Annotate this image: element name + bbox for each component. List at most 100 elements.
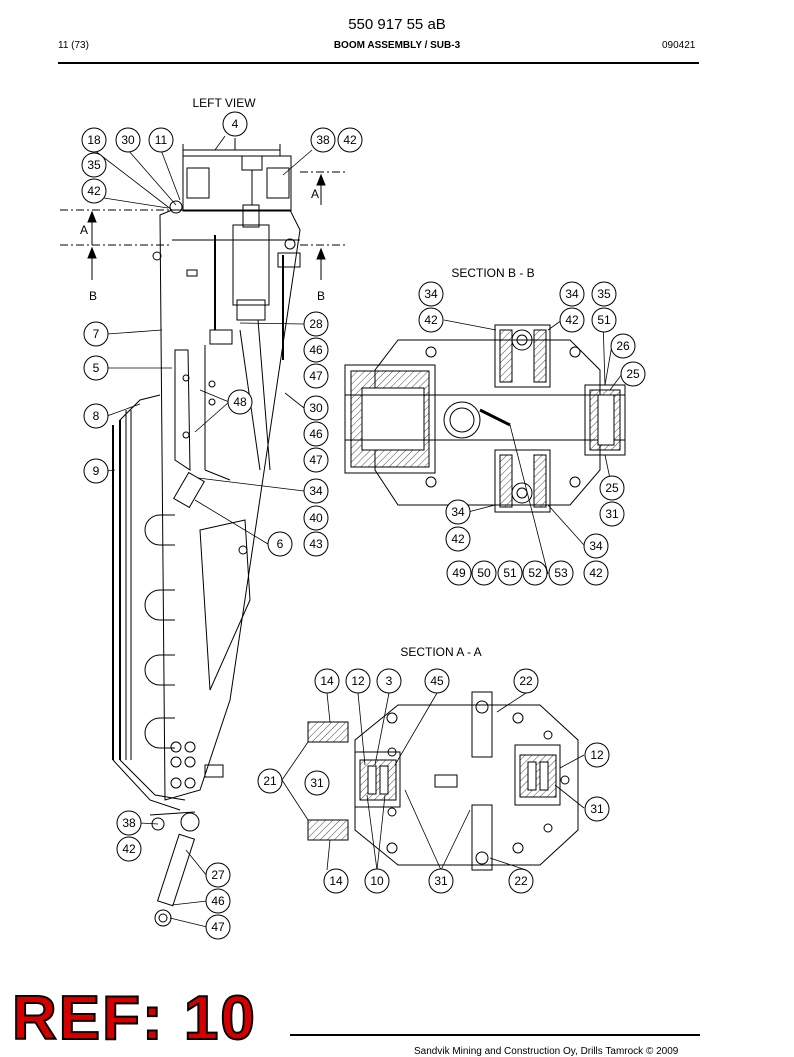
callout-circle	[83, 321, 109, 347]
callout-circle	[323, 868, 349, 894]
callout-number: 30	[309, 401, 323, 415]
callout-left-22: 43	[303, 531, 329, 557]
callout-number: 34	[451, 505, 465, 519]
callout-circle	[620, 361, 646, 387]
callout-number: 52	[528, 566, 542, 580]
callout-bb-11: 42	[445, 526, 471, 552]
callout-number: 35	[597, 287, 611, 301]
callout-number: 53	[554, 566, 568, 580]
callout-number: 34	[589, 539, 603, 553]
callout-circle	[303, 505, 329, 531]
callout-aa-4: 22	[513, 668, 539, 694]
callout-left-24: 42	[116, 836, 142, 862]
callout-circle	[376, 668, 402, 694]
callout-circle	[428, 868, 454, 894]
date-code: 090421	[662, 40, 696, 51]
callout-circle	[303, 311, 329, 337]
callout-bb-18: 42	[583, 560, 609, 586]
cut-label-a-left: A	[80, 223, 88, 237]
callout-left-15: 46	[303, 421, 329, 447]
callout-left-26: 46	[205, 888, 231, 914]
callout-aa-12: 22	[508, 868, 534, 894]
leader-lines	[93, 135, 623, 928]
callout-number: 14	[329, 874, 343, 888]
callout-number: 43	[309, 537, 323, 551]
callout-left-7: 42	[81, 178, 107, 204]
callout-number: 8	[93, 409, 100, 423]
callout-circle	[446, 560, 472, 586]
callout-bb-5: 51	[591, 307, 617, 333]
callout-number: 42	[87, 184, 101, 198]
callout-number: 42	[424, 313, 438, 327]
callout-number: 40	[309, 511, 323, 525]
header-rule	[58, 62, 699, 64]
callout-circle	[205, 914, 231, 940]
cut-label-b-left: B	[89, 289, 97, 303]
callout-circle	[424, 668, 450, 694]
callout-number: 42	[122, 842, 136, 856]
callout-number: 21	[263, 774, 277, 788]
callout-circle	[267, 531, 293, 557]
callout-left-4: 38	[310, 127, 336, 153]
callout-number: 14	[320, 674, 334, 688]
callout-left-16: 47	[303, 447, 329, 473]
callout-aa-5: 12	[584, 742, 610, 768]
callout-aa-3: 45	[424, 668, 450, 694]
callout-left-2: 11	[148, 127, 174, 153]
section-aa-label: SECTION A - A	[400, 645, 481, 659]
callout-circle	[345, 668, 371, 694]
callout-number: 4	[232, 117, 239, 131]
callout-circle	[364, 868, 390, 894]
callout-circle	[418, 281, 444, 307]
callout-circle	[222, 111, 248, 137]
callout-number: 22	[514, 874, 528, 888]
callout-circle	[583, 560, 609, 586]
callout-aa-2: 3	[376, 668, 402, 694]
callout-circle	[445, 526, 471, 552]
callout-number: 7	[93, 327, 100, 341]
callout-left-25: 27	[205, 862, 231, 888]
callout-number: 3	[386, 674, 393, 688]
callout-circle	[303, 395, 329, 421]
callout-circle	[257, 768, 283, 794]
callout-left-1: 30	[115, 127, 141, 153]
callout-number: 9	[93, 464, 100, 478]
callout-number: 47	[211, 920, 225, 934]
callout-circle	[513, 668, 539, 694]
callout-left-0: 18	[81, 127, 107, 153]
callout-number: 42	[451, 532, 465, 546]
callout-circle	[559, 307, 585, 333]
callout-circle	[83, 355, 109, 381]
callout-circle	[522, 560, 548, 586]
callout-circle	[205, 862, 231, 888]
callout-bb-16: 52	[522, 560, 548, 586]
callout-left-18: 9	[83, 458, 109, 484]
callout-number: 31	[605, 507, 619, 521]
callout-number: 12	[590, 748, 604, 762]
callout-left-3: 4	[222, 111, 248, 137]
callout-circle	[303, 447, 329, 473]
callout-number: 46	[309, 343, 323, 357]
callout-circle	[83, 458, 109, 484]
callout-bb-10: 34	[445, 499, 471, 525]
callout-number: 48	[233, 395, 247, 409]
callout-circle	[337, 127, 363, 153]
left-view: LEFT VIEW	[60, 96, 345, 927]
callout-bb-8: 25	[599, 475, 625, 501]
callout-circle	[548, 560, 574, 586]
callout-number: 34	[309, 484, 323, 498]
callout-number: 18	[87, 133, 101, 147]
callout-bb-0: 34	[418, 281, 444, 307]
callout-circle	[81, 152, 107, 178]
callout-aa-7: 31	[304, 770, 330, 796]
callout-circle	[303, 478, 329, 504]
callout-left-13: 48	[227, 389, 253, 415]
callout-left-19: 34	[303, 478, 329, 504]
callout-bb-1: 34	[559, 281, 585, 307]
callout-bb-6: 26	[610, 333, 636, 359]
callout-left-23: 38	[116, 810, 142, 836]
callout-number: 46	[211, 894, 225, 908]
callout-circle	[445, 499, 471, 525]
callout-circle	[559, 281, 585, 307]
callout-number: 10	[370, 874, 384, 888]
